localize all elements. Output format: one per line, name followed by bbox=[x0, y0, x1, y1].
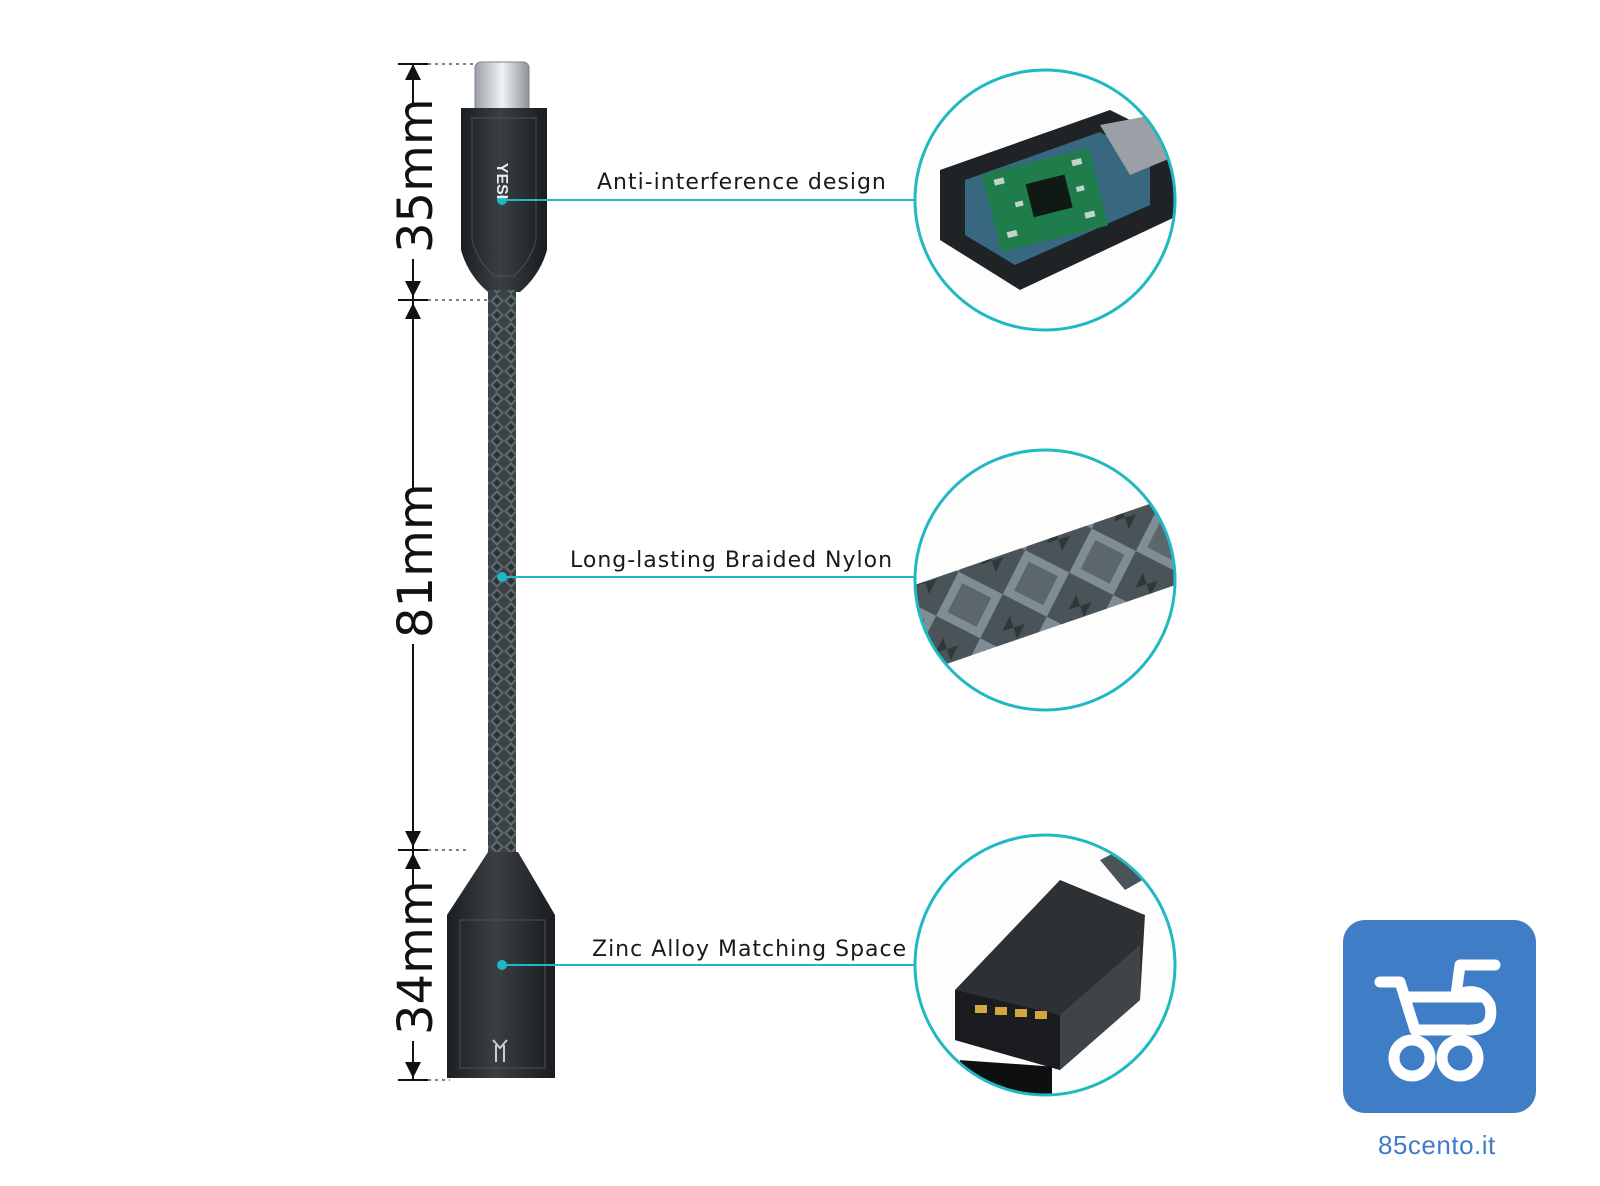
watermark-logo bbox=[1343, 920, 1536, 1113]
dimension-extension-lines bbox=[428, 63, 490, 1081]
callout-label-braided-nylon: Long-lasting Braided Nylon bbox=[570, 548, 894, 573]
detail-circle-1-border bbox=[913, 68, 1177, 332]
connector-brand-text: YESI bbox=[493, 162, 510, 200]
callout-dots bbox=[497, 195, 507, 970]
detail-circle-braid bbox=[915, 450, 1175, 710]
callout-label-zinc-alloy: Zinc Alloy Matching Space bbox=[592, 937, 908, 962]
dimension-label-top: 35mm bbox=[388, 98, 444, 259]
callout-lines bbox=[502, 199, 915, 966]
watermark-site-text: 85cento.it bbox=[1378, 1130, 1496, 1160]
dimension-label-middle: 81mm bbox=[388, 483, 444, 644]
dimension-label-bottom: 34mm bbox=[388, 880, 444, 1041]
detail-circle-2-border bbox=[913, 448, 1177, 712]
detail-circle-usb-port bbox=[915, 835, 1175, 1095]
detail-circle-pcb bbox=[915, 70, 1175, 330]
dimension-guide bbox=[398, 63, 428, 1081]
callout-label-anti-interference: Anti-interference design bbox=[597, 170, 887, 195]
detail-circle-3-border bbox=[913, 833, 1177, 1097]
